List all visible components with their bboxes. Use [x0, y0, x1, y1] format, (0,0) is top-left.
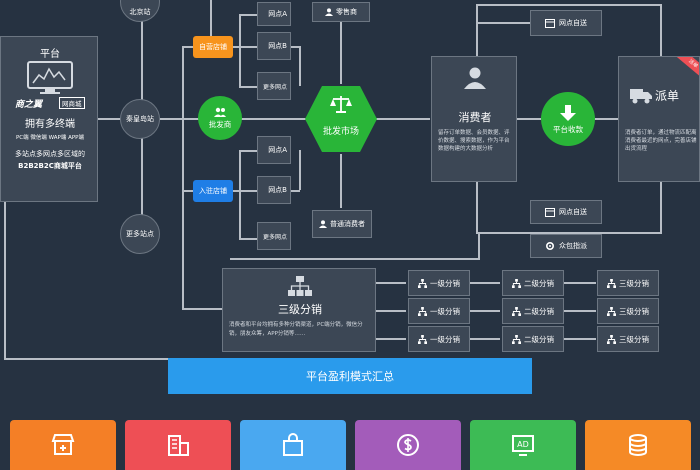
- hierarchy-icon: [512, 334, 521, 344]
- platform-badge: 网商城: [59, 97, 85, 109]
- dispatch-badge: 派单: [674, 57, 699, 81]
- outlet-b-top: 网点B: [257, 32, 291, 60]
- ad-icon: AD: [512, 435, 534, 456]
- outlet-delivery-top: 网点自送: [530, 10, 602, 36]
- wholesale-market-label: 批发市场: [322, 127, 359, 137]
- platform-logo: 商之翼: [15, 100, 43, 110]
- level1-distribution-row1: 一级分销: [408, 270, 470, 296]
- people-icon: [214, 107, 226, 117]
- partner-store-box: 入驻店铺: [193, 180, 233, 202]
- scales-icon: [330, 96, 352, 113]
- dispatch-panel: 派单 派单 消费者订单，通过物流匹配离消费者最近的网点，完善店铺出货流程: [618, 56, 700, 182]
- retailer-box: 零售商: [312, 2, 370, 22]
- level1-distribution-row3: 一级分销: [408, 326, 470, 352]
- outlet-b-bottom: 网点B: [257, 176, 291, 204]
- level2-distribution-row2: 二级分销: [502, 298, 564, 324]
- outlet-a-bottom: 网点A: [257, 136, 291, 164]
- summary-bar-label: 平台盈利模式汇总: [306, 370, 394, 383]
- level2-distribution-row3: 二级分销: [502, 326, 564, 352]
- platform-panel: 平台 商之翼 网商城 拥有多终端 PC端 微信端 WAP端 APP端 多站点多网…: [0, 36, 98, 202]
- level1-distribution-row2: 一级分销: [408, 298, 470, 324]
- footer-tile-ad[interactable]: AD: [470, 420, 576, 470]
- building-icon: [168, 435, 189, 456]
- level3-distribution-row3: 三级分销: [597, 326, 659, 352]
- wholesaler-label: 批发商: [208, 119, 232, 129]
- hierarchy-icon: [607, 306, 616, 316]
- consumer-title: 消费者: [458, 111, 492, 124]
- hierarchy-icon: [512, 278, 521, 288]
- hierarchy-icon: [607, 278, 616, 288]
- platform-terminals: PC端 微信端 WAP端 APP端: [15, 135, 84, 141]
- coins-icon: [629, 434, 647, 456]
- level3-distribution-row2: 三级分销: [597, 298, 659, 324]
- footer-tile-dollar[interactable]: [355, 420, 461, 470]
- gear-icon: [545, 241, 555, 251]
- store-icon: [51, 434, 75, 455]
- wholesaler-node: 批发商: [198, 96, 242, 140]
- monitor-icon: [27, 61, 73, 99]
- platform-desc-line1: 多站点多网点多区域的: [15, 150, 85, 158]
- level2-distribution-row1: 二级分销: [502, 270, 564, 296]
- distribution-panel: 三级分销 消费者和平台均拥有多种分销渠道，PC端分销，微信分销，朋友众筹，APP…: [222, 268, 376, 352]
- station-beijing: 北京站: [120, 0, 160, 22]
- more-outlets-top: 更多网点: [257, 72, 291, 100]
- footer-tile-bag[interactable]: [240, 420, 346, 470]
- user-icon: [464, 67, 486, 89]
- level3-distribution-row1: 三级分销: [597, 270, 659, 296]
- consumer-desc: 留存订单数据、会员数据、评价数据、搜索数据，作为平台数据构建的大数据分析: [438, 130, 510, 152]
- footer-tile-building[interactable]: [125, 420, 231, 470]
- hierarchy-icon: [288, 276, 312, 296]
- platform-headline: 拥有多终端: [25, 119, 75, 130]
- hierarchy-icon: [512, 306, 521, 316]
- footer-tile-coins[interactable]: [585, 420, 691, 470]
- person-icon: [325, 8, 333, 16]
- distribution-desc: 消费者和平台均拥有多种分销渠道，PC端分销，微信分销，朋友众筹，APP分销等……: [229, 322, 363, 337]
- outlet-a-top: 网点A: [257, 2, 291, 26]
- shopping-bag-icon: [283, 433, 303, 456]
- normal-consumer-box: 普通消费者: [312, 210, 372, 238]
- download-arrow-icon: [560, 104, 576, 121]
- person-icon: [319, 220, 327, 228]
- hierarchy-icon: [607, 334, 616, 344]
- dollar-icon: [397, 434, 419, 456]
- self-store-box: 自营店铺: [193, 36, 233, 58]
- svg-text:AD: AD: [517, 440, 529, 449]
- box-icon: [545, 207, 555, 217]
- platform-collect-label: 平台收款: [553, 124, 583, 134]
- summary-bar: 平台盈利模式汇总: [168, 358, 532, 394]
- dispatch-desc: 消费者订单，通过物流匹配离消费者最近的网点，完善店铺出货流程: [625, 130, 697, 152]
- footer-tile-store[interactable]: [10, 420, 116, 470]
- outlet-delivery-box: 网点自送: [530, 200, 602, 224]
- more-outlets-bottom: 更多网点: [257, 222, 291, 250]
- crowd-delivery-box: 众包指派: [530, 234, 602, 258]
- consumer-panel: 消费者 留存订单数据、会员数据、评价数据、搜索数据，作为平台数据构建的大数据分析: [431, 56, 517, 182]
- distribution-title: 三级分销: [278, 303, 322, 316]
- dispatch-title: 派单: [655, 89, 680, 103]
- platform-collect-node: 平台收款: [541, 92, 595, 146]
- hierarchy-icon: [418, 334, 427, 344]
- truck-icon: [630, 89, 652, 104]
- hierarchy-icon: [418, 278, 427, 288]
- hierarchy-icon: [418, 306, 427, 316]
- platform-desc-line2: B2B2B2C商城平台: [18, 162, 82, 170]
- platform-title: 平台: [40, 49, 60, 60]
- wholesale-market-node: 批发市场: [304, 84, 378, 154]
- station-more: 更多站点: [120, 214, 160, 254]
- box-icon: [545, 18, 555, 28]
- station-qinhuangdao: 秦皇岛站: [120, 99, 160, 139]
